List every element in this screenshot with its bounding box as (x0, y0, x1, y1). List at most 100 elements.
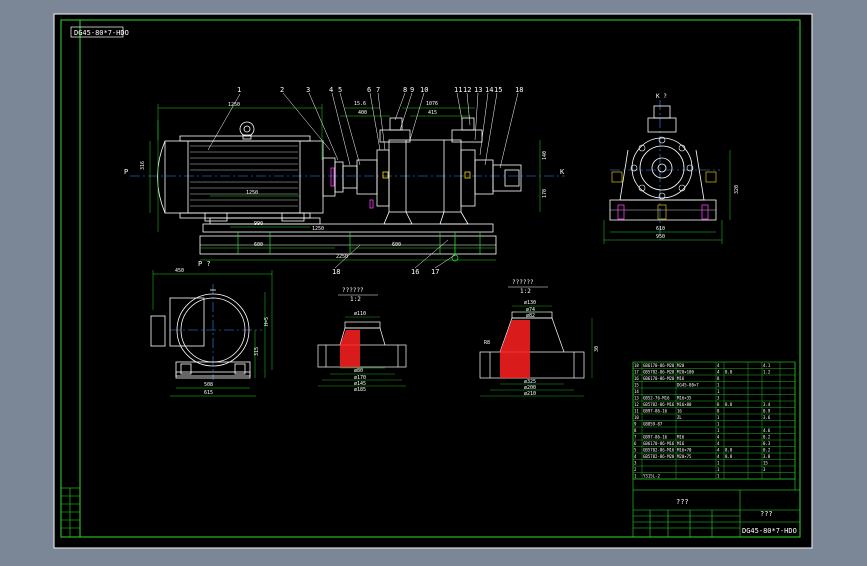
bom-cell-qty: 1 (717, 383, 720, 388)
bom-cell-name: M16 (677, 435, 685, 440)
detail-a-dim-145: ø145 (354, 381, 366, 387)
detail-b-scale: 1:2 (520, 288, 531, 295)
callout-17: 17 (431, 268, 439, 276)
detail-b-section-hatch (500, 320, 530, 378)
bom-cell-qty: 3 (717, 396, 720, 401)
callout-8: 8 (403, 86, 407, 94)
bom-cell-wt: 4.1 (763, 363, 771, 368)
bom-cell-mat: 8.8 (725, 370, 733, 375)
bom-cell-wt: 3.8 (763, 454, 771, 459)
sheet-background (54, 14, 812, 548)
bom-cell-mat: 8.8 (725, 402, 733, 407)
bom-cell-code: GB5782-86-M16 (643, 448, 675, 453)
bom-cell-qty: 8 (717, 376, 720, 381)
detail-a-dim-80: ø80 (354, 368, 363, 374)
detail-a-flange (317, 344, 407, 368)
detail-a: ?????? 1:2 ø110 ø80 ø170 ø145 ø185 (317, 287, 407, 393)
bom-cell-code: GB6170-86-M16 (643, 441, 675, 446)
bom-cell-wt: 0.9 (763, 409, 771, 414)
section-label-p: P ? (198, 260, 211, 268)
callout-7: 7 (376, 86, 380, 94)
callout-1: 1 (237, 86, 241, 94)
title-block-label: ??? (676, 498, 689, 506)
bom-cell-mat: 8.8 (725, 454, 733, 459)
bom-cell-no: 1 (634, 474, 637, 479)
callout-2: 2 (280, 86, 284, 94)
bom-cell-code: GB5782-86-M20 (643, 454, 675, 459)
callout-6: 6 (367, 86, 371, 94)
main-view-dimension-text: 1250 15.6 400 1076 415 600 1250 600 2250… (140, 101, 548, 260)
callout-15: 15 (494, 86, 502, 94)
bom-cell-wt: 3.4 (763, 402, 771, 407)
dim-base-990: 990 (254, 221, 263, 227)
view-markers: P K P ? (124, 168, 565, 268)
bom-cell-no: 3 (634, 461, 637, 466)
end-dim-950: 950 (656, 234, 665, 240)
bom-cell-name: M16 (677, 441, 685, 446)
detail-b-title: ?????? (512, 279, 534, 286)
bom-cell-qty: 1 (717, 467, 720, 472)
detail-a-section-hatch (340, 330, 360, 367)
bom-cell-name: M16 (677, 376, 685, 381)
detail-b-flange (479, 351, 585, 379)
bom-cell-no: 17 (634, 370, 639, 375)
sheet-outer-frame (53, 13, 813, 549)
p-view-dimensions (152, 270, 273, 397)
callout-14: 14 (485, 86, 493, 94)
dim-top-400: 400 (358, 110, 367, 116)
detail-b-dim-74: ø74 (526, 307, 535, 313)
view-marker-k: K (560, 168, 565, 176)
bom-cell-name: ZL (677, 415, 682, 420)
detail-b: ?????? 1:2 ø130 ø74 ø82 ø325 ø200 ø210 R… (479, 279, 600, 397)
bom-cell-code: GB859-87 (643, 422, 663, 427)
bom-cell-no: 11 (634, 409, 639, 414)
title-block-name: ??? (760, 510, 773, 518)
base-frame (202, 223, 494, 233)
dim-bottom-2250: 2250 (336, 254, 348, 260)
p-dim-315: 315 (254, 347, 260, 356)
callout-12: 12 (463, 86, 471, 94)
bom-cell-no: 13 (634, 396, 639, 401)
drawing-code-bottom-right: DG45-80*7-HDO (742, 527, 797, 535)
bom-cell-qty: 1 (717, 461, 720, 466)
bom-cell-name: 16 (677, 409, 682, 414)
bom-cell-no: 9 (634, 422, 637, 427)
bom-cell-no: 5 (634, 448, 637, 453)
bom-cell-code: GB52-76-M16 (643, 396, 670, 401)
callout-numbers: 1 2 3 4 5 6 7 8 9 10 11 12 13 14 15 18 1… (237, 86, 523, 276)
callout-leaders (207, 92, 519, 269)
margin-table (60, 487, 81, 538)
bom-cell-code: GB5782-86-M16 (643, 402, 675, 407)
bom-cell-wt: 0.2 (763, 435, 771, 440)
p-dim-450: 450 (175, 268, 184, 274)
title-block (632, 489, 801, 538)
title-block-texts: ??? ??? DG45-80*7-HDO (676, 498, 797, 535)
bom-cell-no: 14 (634, 389, 639, 394)
dim-bottom-600-right: 600 (392, 242, 401, 248)
bom-cell-no: 7 (634, 435, 637, 440)
drawing-code-text: DG45-80*7-HDO (74, 29, 129, 37)
callout-3: 3 (306, 86, 310, 94)
callout-16: 16 (411, 268, 419, 276)
bom-cell-qty: 1 (717, 415, 720, 420)
bom-cell-code: GB6170-86-M20 (643, 376, 675, 381)
end-view-texts: K ? 610 950 320 (656, 93, 740, 240)
callout-4: 4 (329, 86, 333, 94)
p-view-motor-end (150, 284, 262, 380)
callout-10: 10 (420, 86, 428, 94)
callout-9: 9 (410, 86, 414, 94)
detail-b-dim-325: ø325 (524, 379, 536, 385)
detail-b-dim-130: ø130 (524, 300, 536, 306)
bom-cell-no: 18 (634, 363, 639, 368)
bom-cell-name: DG45-80×7 (677, 383, 699, 388)
end-dim-610: 610 (656, 226, 665, 232)
